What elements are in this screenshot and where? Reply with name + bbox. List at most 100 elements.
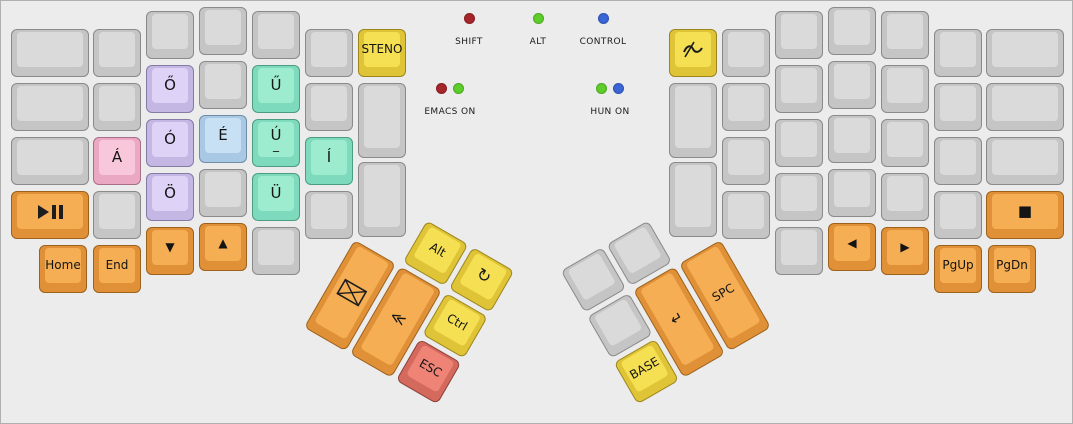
keycap-face: STENO	[361, 32, 403, 67]
key-blank[interactable]	[199, 7, 247, 55]
key-blank[interactable]	[199, 169, 247, 217]
key-pgup[interactable]: PgUp	[934, 245, 982, 293]
keycap-face	[940, 194, 976, 229]
key-home[interactable]: Home	[39, 245, 87, 293]
pause-bar	[58, 204, 63, 219]
key-blank[interactable]	[305, 83, 353, 131]
key-label: PgDn	[996, 258, 1028, 273]
play-triangle	[37, 204, 49, 219]
key-stop[interactable]: ■	[986, 191, 1064, 239]
key-sublabel: _	[273, 138, 279, 153]
keycap-face: Ó	[152, 122, 188, 157]
key-o-acute[interactable]: Ó	[146, 119, 194, 167]
key-end[interactable]: End	[93, 245, 141, 293]
key-blank[interactable]	[722, 137, 770, 185]
key-blank[interactable]	[775, 65, 823, 113]
envelope-icon	[336, 278, 368, 307]
key-blank[interactable]	[881, 11, 929, 59]
key-label: Á	[111, 147, 123, 166]
key-arrow-left[interactable]: ◀	[828, 223, 876, 271]
key-blank[interactable]	[934, 191, 982, 239]
key-blank[interactable]	[93, 83, 141, 131]
key-blank[interactable]	[828, 7, 876, 55]
key-blank[interactable]	[828, 61, 876, 109]
key-blank[interactable]	[881, 65, 929, 113]
key-blank[interactable]	[11, 137, 89, 185]
keycap-face	[781, 230, 817, 265]
key-blank[interactable]	[11, 83, 89, 131]
keycap-face	[258, 230, 294, 265]
key-label: Home	[45, 258, 81, 273]
emacs-led-dots	[418, 83, 482, 94]
key-u-acute[interactable]: Ú_	[252, 119, 300, 167]
key-blank[interactable]	[934, 137, 982, 185]
key-a-acute[interactable]: Á	[93, 137, 141, 185]
key-label: Ű	[270, 75, 282, 94]
key-u-double-acute[interactable]: Ű	[252, 65, 300, 113]
key-blank[interactable]	[934, 83, 982, 131]
keycap-face	[17, 32, 83, 67]
key-blank[interactable]	[828, 169, 876, 217]
key-arrow-right[interactable]: ▶	[881, 227, 929, 275]
key-steno[interactable]: STENO	[358, 29, 406, 77]
key-blank[interactable]	[934, 29, 982, 77]
key-o-double-acute[interactable]: Ő	[146, 65, 194, 113]
key-envelope[interactable]	[304, 239, 397, 352]
keycap-face	[834, 64, 870, 99]
keycap-face: ▼	[152, 230, 188, 265]
keycap-face	[152, 14, 188, 49]
key-blank[interactable]	[775, 119, 823, 167]
key-blank[interactable]	[828, 115, 876, 163]
alt-led-dots	[506, 13, 570, 24]
key-label: ▶	[900, 240, 910, 255]
keycap-face	[593, 298, 643, 347]
keycap-face	[364, 86, 400, 148]
key-blank[interactable]	[881, 119, 929, 167]
key-blank[interactable]	[305, 29, 353, 77]
key-label: STENO	[361, 42, 403, 57]
key-blank[interactable]	[11, 29, 89, 77]
keycap-face	[728, 194, 764, 229]
keycap-face	[205, 64, 241, 99]
key-blank[interactable]	[775, 11, 823, 59]
key-blank[interactable]	[199, 61, 247, 109]
key-blank[interactable]	[722, 29, 770, 77]
keycap-face	[834, 10, 870, 45]
key-arrow-up[interactable]: ▲	[199, 223, 247, 271]
key-blank[interactable]	[775, 173, 823, 221]
key-blank[interactable]	[252, 227, 300, 275]
key-arrow-down[interactable]: ▼	[146, 227, 194, 275]
key-blank[interactable]	[722, 191, 770, 239]
key-e-acute[interactable]: É	[199, 115, 247, 163]
keycap-face: ◀	[834, 226, 870, 261]
key-i-acute[interactable]: Í	[305, 137, 353, 185]
key-blank[interactable]	[358, 83, 406, 158]
indicator-control: CONTROL	[571, 13, 635, 47]
key-blank[interactable]	[252, 11, 300, 59]
key-blank[interactable]	[358, 162, 406, 237]
key-blank[interactable]	[986, 83, 1064, 131]
key-pgdn[interactable]: PgDn	[988, 245, 1036, 293]
key-label: É	[218, 125, 228, 144]
keycap-face	[940, 86, 976, 121]
key-blank[interactable]	[305, 191, 353, 239]
key-blank[interactable]	[722, 83, 770, 131]
key-tilde[interactable]	[669, 29, 717, 77]
key-blank[interactable]	[146, 11, 194, 59]
key-o-umlaut[interactable]: Ö	[146, 173, 194, 221]
key-blank[interactable]	[93, 191, 141, 239]
hun-led-dots	[578, 83, 642, 94]
key-blank[interactable]	[986, 29, 1064, 77]
key-blank[interactable]	[986, 137, 1064, 185]
key-blank[interactable]	[775, 227, 823, 275]
key-blank[interactable]	[93, 29, 141, 77]
key-blank[interactable]	[881, 173, 929, 221]
shift-led-dots	[437, 13, 501, 24]
key-u-umlaut[interactable]: Ü	[252, 173, 300, 221]
key-play-pause[interactable]	[11, 191, 89, 239]
key-blank[interactable]	[669, 83, 717, 158]
key-blank[interactable]	[669, 162, 717, 237]
keycap-face	[781, 68, 817, 103]
led-dot	[597, 13, 609, 24]
